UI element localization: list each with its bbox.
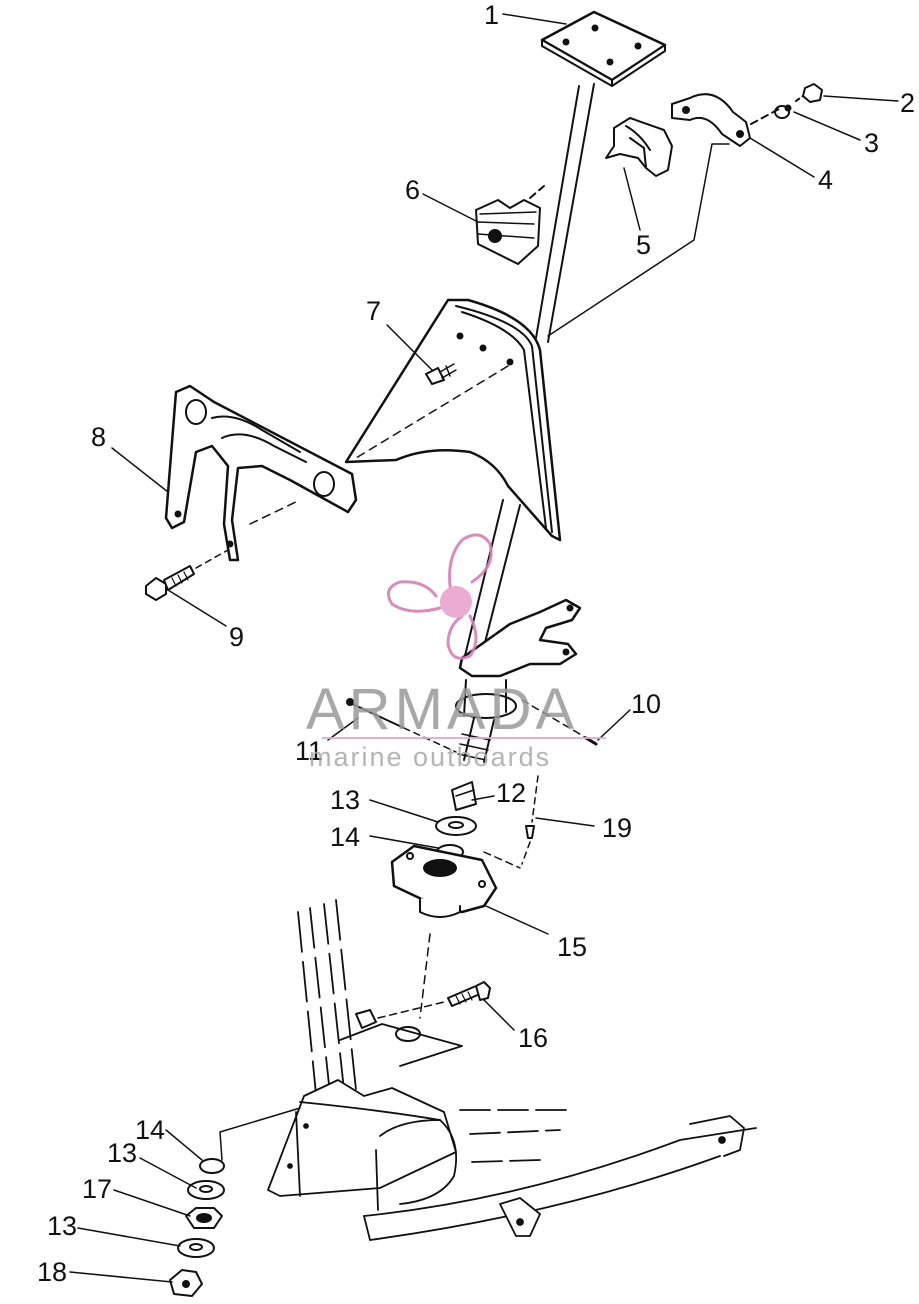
callout-1: 1 bbox=[484, 0, 500, 30]
callout-10: 10 bbox=[631, 689, 662, 719]
part-1-plate-and-shaft bbox=[461, 10, 667, 671]
callout-14-upper: 14 bbox=[330, 822, 361, 852]
steering-plate bbox=[344, 298, 562, 542]
part-9-bolt bbox=[145, 549, 229, 601]
callout-8: 8 bbox=[91, 422, 107, 452]
leader-lines bbox=[69, 13, 899, 1283]
part-5-bracket bbox=[605, 117, 673, 177]
callout-7: 7 bbox=[366, 296, 382, 326]
watermark-subtitle: marine outboards bbox=[309, 742, 552, 772]
steering-arm bbox=[455, 598, 591, 763]
watermark-divider bbox=[322, 737, 606, 739]
part-15-bearing-block bbox=[390, 844, 521, 1019]
callout-5: 5 bbox=[636, 230, 652, 260]
part-2-4-clamp-hardware bbox=[547, 83, 823, 337]
callout-13-lower-b: 13 bbox=[47, 1211, 78, 1241]
part-12-coupler bbox=[451, 781, 477, 811]
callout-13-upper: 13 bbox=[330, 785, 361, 815]
callout-3: 3 bbox=[864, 128, 880, 158]
part-19-screw bbox=[521, 775, 539, 865]
callout-13-lower-a: 13 bbox=[107, 1138, 138, 1168]
watermark-title: ARMADA bbox=[306, 677, 579, 742]
transom-bracket bbox=[267, 899, 757, 1241]
callout-14-lower: 14 bbox=[135, 1115, 166, 1145]
callout-17: 17 bbox=[82, 1174, 113, 1204]
callout-9: 9 bbox=[229, 622, 245, 652]
watermark-propeller-icon bbox=[386, 533, 493, 660]
callout-18: 18 bbox=[37, 1257, 68, 1287]
callout-2: 2 bbox=[900, 88, 916, 118]
part-8-u-bracket bbox=[164, 384, 358, 562]
callout-15: 15 bbox=[557, 932, 588, 962]
callout-6: 6 bbox=[405, 175, 421, 205]
part-10-11-pins bbox=[346, 698, 598, 753]
lower-hardware-stack bbox=[169, 1107, 301, 1297]
callout-11: 11 bbox=[295, 736, 324, 766]
part-6-rubber-block bbox=[475, 185, 545, 265]
callout-12: 12 bbox=[496, 778, 527, 808]
callout-16: 16 bbox=[518, 1023, 549, 1053]
part-16-bolt bbox=[355, 981, 491, 1042]
part-7-screw bbox=[425, 363, 457, 385]
callout-19: 19 bbox=[602, 813, 633, 843]
callout-4: 4 bbox=[818, 165, 834, 195]
